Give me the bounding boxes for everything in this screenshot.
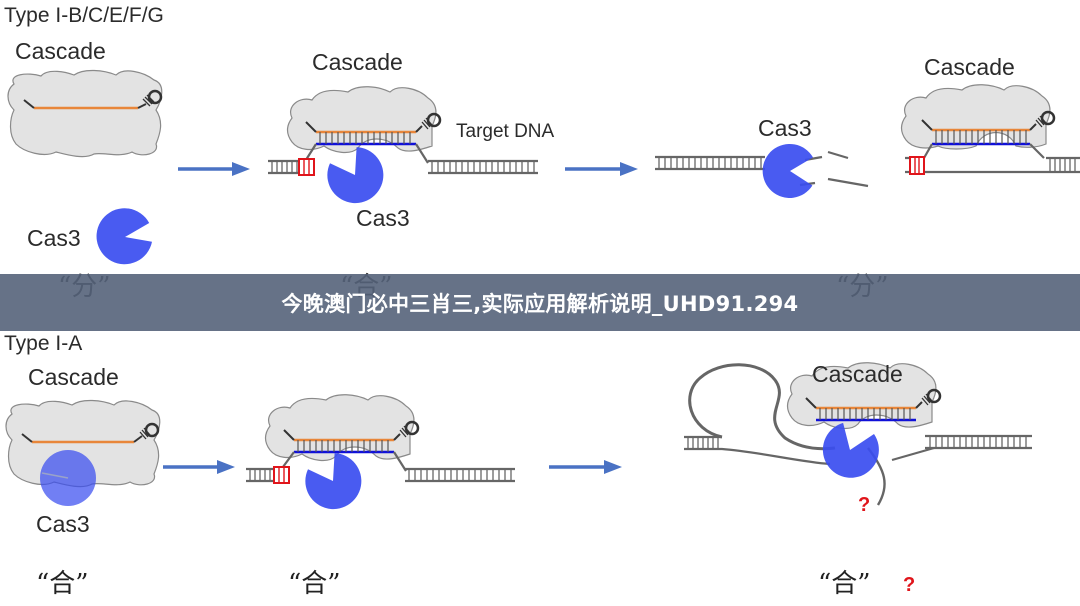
banner-title: 今晚澳门必中三肖三,实际应用解析说明_UHD91.294 <box>281 291 799 316</box>
section-title: Type I-A <box>4 332 83 355</box>
cascade-label: Cascade <box>812 361 903 387</box>
cascade-label: Cascade <box>15 38 106 64</box>
cas3-label: Cas3 <box>27 225 81 251</box>
cas3-label: Cas3 <box>356 205 410 231</box>
quote-label: “合” <box>818 569 871 599</box>
released-dna <box>905 156 1080 174</box>
pam-box <box>298 158 315 176</box>
cascade-complex <box>5 399 161 488</box>
cascade-label: Cascade <box>924 54 1015 80</box>
cascade-complex <box>7 69 163 158</box>
cas3-pacman <box>327 147 384 204</box>
section-title: Type I-B/C/E/F/G <box>4 4 164 27</box>
cas3-label: Cas3 <box>758 115 812 141</box>
cascade-complex <box>286 86 442 164</box>
cascade-label: Cascade <box>312 49 403 75</box>
cas3-pacman <box>96 208 152 265</box>
target-dna <box>246 467 515 483</box>
quote-label: “合” <box>36 569 89 599</box>
arrow-right-icon <box>178 162 250 176</box>
cas3-label: Cas3 <box>36 511 90 537</box>
pam-box <box>273 466 290 484</box>
quote-label: “合” <box>288 569 341 599</box>
arrow-right-icon <box>549 460 622 474</box>
cascade-label: Cascade <box>28 364 119 390</box>
question-mark: ? <box>903 574 916 596</box>
pam-box <box>909 156 925 175</box>
cas3-pacman <box>822 422 879 478</box>
cascade-complex <box>900 84 1056 159</box>
target-dna <box>268 159 538 175</box>
arrow-right-icon <box>163 460 235 474</box>
cas3-pacman <box>762 143 813 198</box>
question-mark: ? <box>858 494 871 516</box>
cascade-complex <box>264 394 420 472</box>
cas3-pacman <box>305 453 362 510</box>
cleaved-dna <box>655 150 869 188</box>
cascade-complex <box>786 362 942 430</box>
arrow-right-icon <box>565 162 638 176</box>
target-dna-label: Target DNA <box>456 121 555 142</box>
title-banner: 今晚澳门必中三肖三,实际应用解析说明_UHD91.294 <box>0 274 1080 331</box>
